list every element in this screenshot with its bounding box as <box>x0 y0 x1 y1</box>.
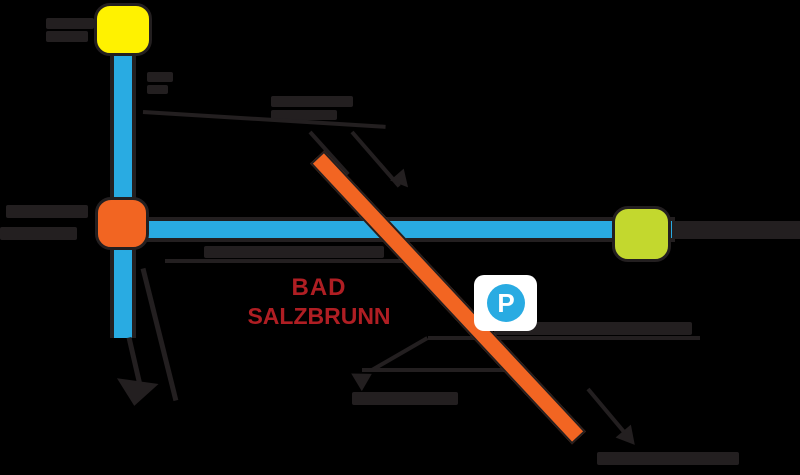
arrowhead-highway-icon <box>390 168 415 194</box>
label-mid-small-line1 <box>147 72 173 82</box>
leader-south-diagonal <box>140 267 179 402</box>
leader-top <box>142 110 386 129</box>
label-mid-small-line2 <box>147 85 168 94</box>
street-vertical <box>110 28 136 338</box>
label-top-center-line1 <box>271 96 353 107</box>
label-yellow-marker-line1 <box>46 18 94 29</box>
destination-line1: BAD <box>291 274 347 301</box>
label-bottom-right <box>597 452 739 465</box>
label-street-under-road <box>204 246 384 258</box>
arrowhead-south-icon <box>113 378 159 409</box>
label-yellow-marker-line2 <box>46 31 88 42</box>
leader-mid-right <box>428 336 700 340</box>
label-below-arrow <box>352 392 458 405</box>
leader-low-horizontal <box>362 368 523 372</box>
street-horizontal <box>140 217 675 242</box>
street-east-continuation <box>672 221 800 239</box>
label-top-center-line2 <box>271 110 337 120</box>
marker-yellow <box>94 3 152 56</box>
marker-orange <box>95 197 149 250</box>
label-left-line1 <box>6 205 88 218</box>
destination-line2: SALZBRUNN <box>247 303 391 329</box>
street-south-stub <box>126 336 143 384</box>
leader-street <box>165 259 420 263</box>
destination-label: BAD SALZBRUNN <box>219 274 419 330</box>
marker-green <box>612 206 671 262</box>
leader-bend-down <box>371 336 429 372</box>
label-mid-right <box>494 322 692 335</box>
label-left-line2 <box>0 227 77 240</box>
parking-icon: P <box>487 284 525 322</box>
